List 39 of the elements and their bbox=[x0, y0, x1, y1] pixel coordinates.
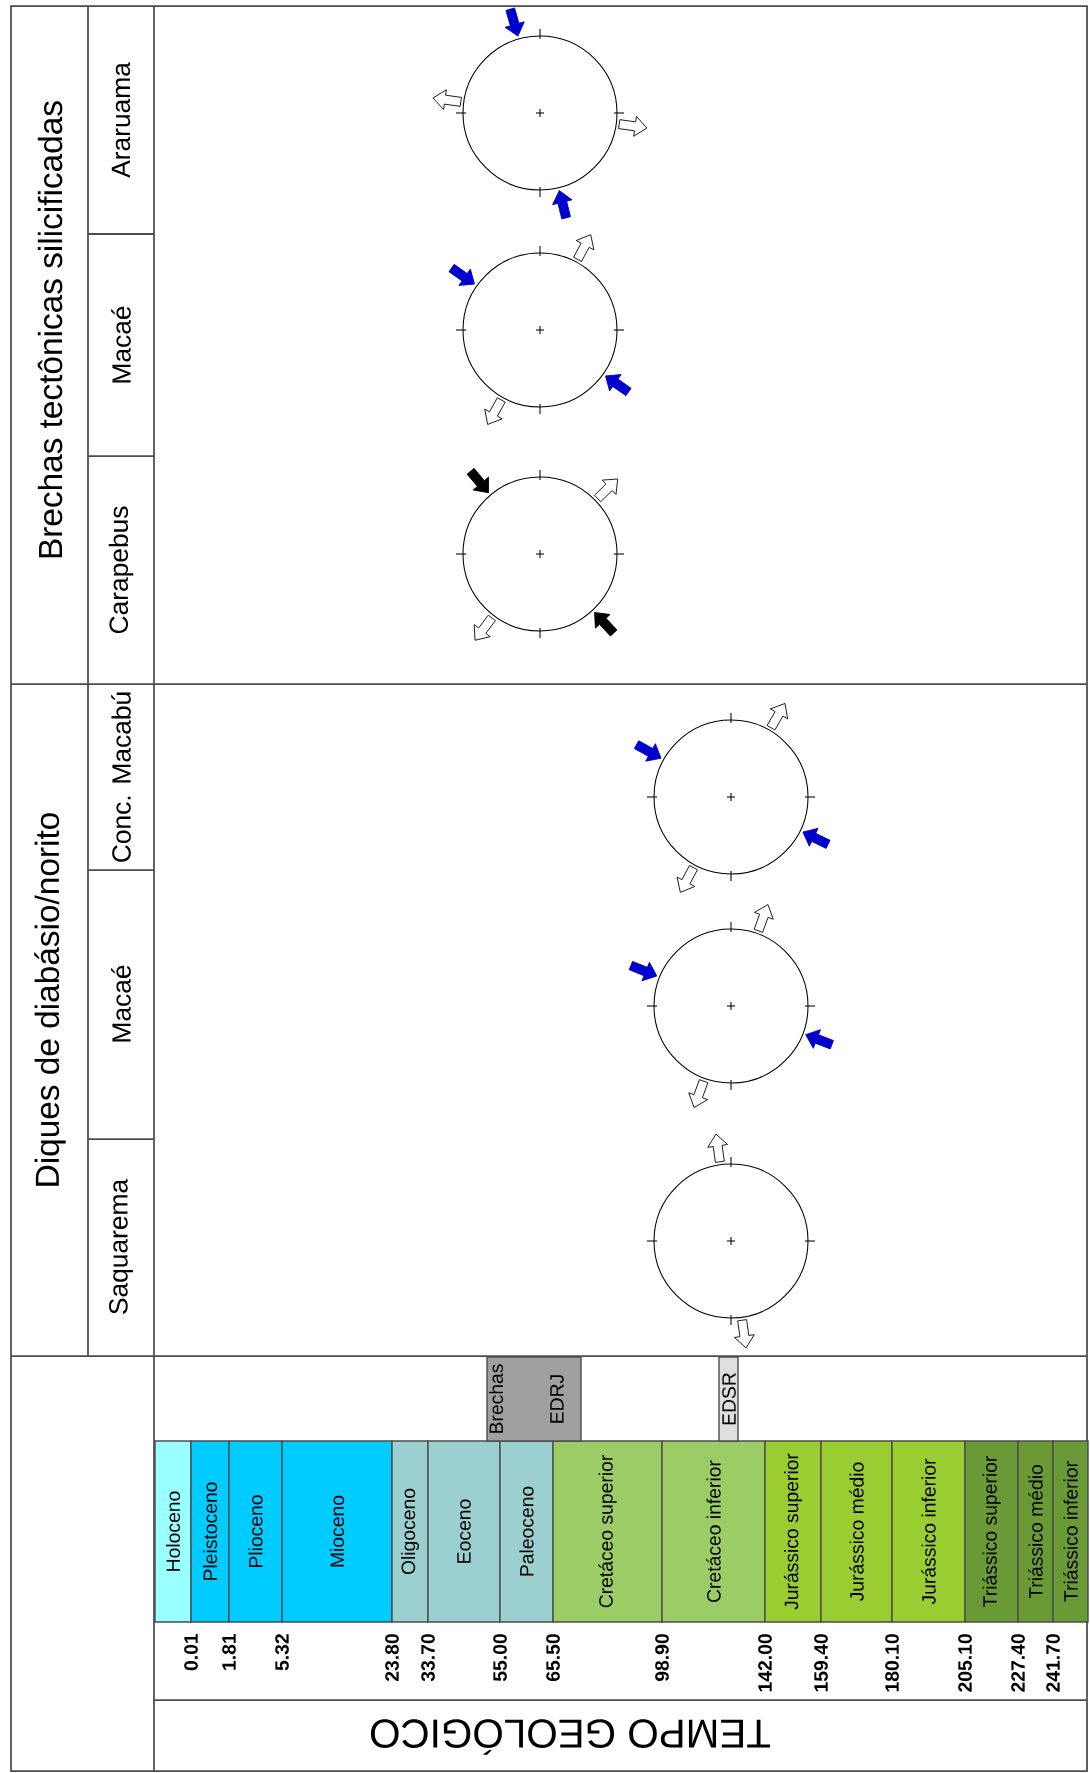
age-label: 55.00 bbox=[493, 1634, 507, 1682]
column-heading: Carapebus bbox=[108, 506, 134, 634]
age-label: 227.40 bbox=[1011, 1634, 1025, 1692]
age-label: 23.80 bbox=[385, 1634, 399, 1682]
epoch-box: Holoceno bbox=[154, 1440, 192, 1623]
age-label: 65.50 bbox=[546, 1634, 560, 1681]
axis-title: TEMPO GEOLÓGICO bbox=[370, 1719, 771, 1755]
epoch-box: Triássico médio bbox=[1017, 1440, 1054, 1623]
age-label: 0.01 bbox=[184, 1633, 198, 1671]
column-heading: Conc. Macabú bbox=[111, 692, 131, 862]
epoch-box: Eoceno bbox=[427, 1440, 501, 1623]
event-box: EDSR bbox=[718, 1356, 739, 1442]
age-label: 241.70 bbox=[1046, 1634, 1060, 1692]
epoch-box: Plioceno bbox=[228, 1440, 283, 1623]
section-heading: Diques de diabásio/norito bbox=[34, 813, 66, 1186]
column-heading: Araruama bbox=[111, 62, 131, 178]
epoch-box: Jurássico inferior bbox=[891, 1440, 966, 1623]
age-label: 5.32 bbox=[275, 1634, 289, 1671]
epoch-box: Paleoceno bbox=[499, 1440, 554, 1623]
epoch-box: Oligoceno bbox=[391, 1440, 429, 1623]
column-heading: Macaé bbox=[111, 306, 131, 383]
age-label: 159.40 bbox=[814, 1634, 828, 1692]
age-label: 142.00 bbox=[758, 1634, 772, 1692]
column-heading: Macaé bbox=[111, 965, 131, 1042]
epoch-box: Triássico inferior bbox=[1052, 1440, 1089, 1623]
epoch-box: Jurássico superior bbox=[764, 1440, 822, 1623]
epoch-box: Jurássico médio bbox=[820, 1440, 893, 1623]
age-label: 33.70 bbox=[421, 1634, 435, 1682]
epoch-box: Cretáceo inferior bbox=[661, 1440, 766, 1623]
age-label: 98.90 bbox=[655, 1634, 669, 1682]
event-box: Brechas EDRJ bbox=[486, 1356, 582, 1442]
epoch-box: Cretáceo superior bbox=[552, 1440, 663, 1623]
age-label: 1.81 bbox=[222, 1633, 236, 1670]
age-label: 205.10 bbox=[958, 1634, 972, 1692]
epoch-box: Triássico superior bbox=[964, 1440, 1019, 1623]
section-heading: Brechas tectônicas silicificadas bbox=[37, 101, 63, 558]
epoch-box: Pleistoceno bbox=[190, 1440, 230, 1623]
age-label: 180.10 bbox=[885, 1634, 899, 1692]
column-heading: Saquarema bbox=[109, 1178, 133, 1314]
